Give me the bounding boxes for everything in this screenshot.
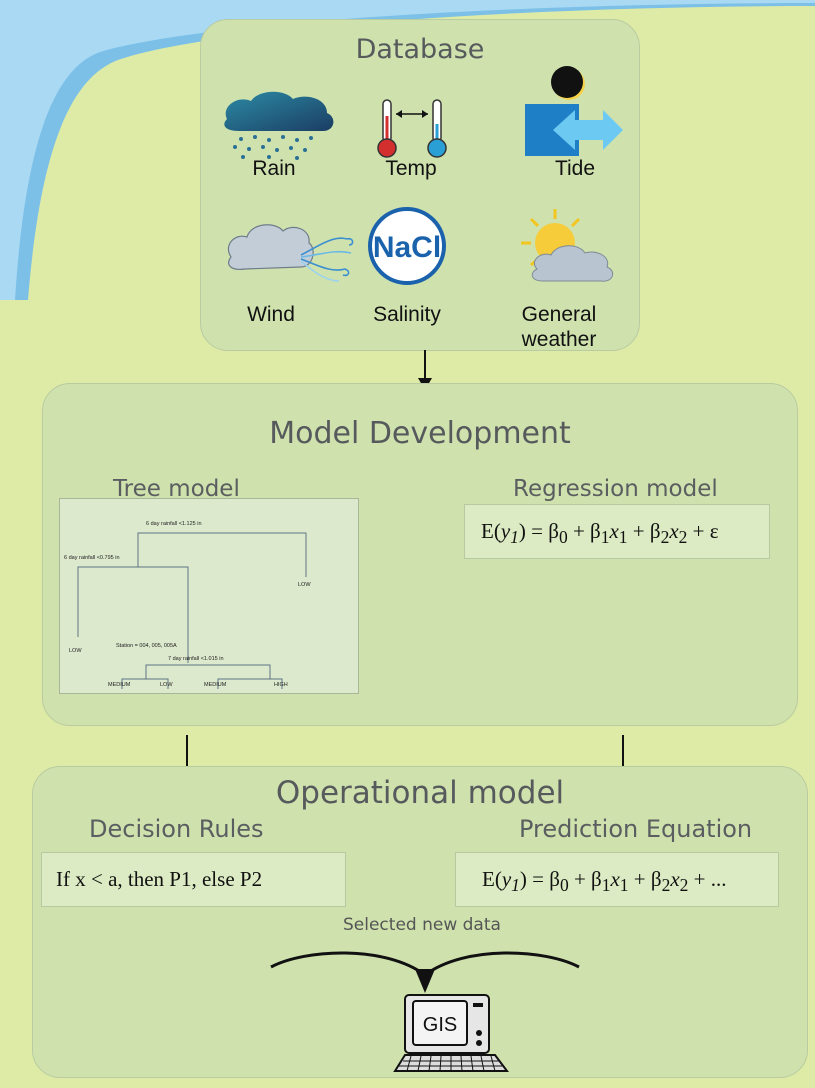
- nacl-text: NaCl: [373, 231, 441, 264]
- decision-rules-label: Decision Rules: [89, 815, 264, 843]
- sun-cloud-icon: [521, 209, 614, 282]
- tree-node-root: 6 day rainfall <1.125 in: [146, 521, 202, 527]
- gis-text: GIS: [423, 1014, 457, 1036]
- nacl-icon: NaCl: [368, 207, 446, 285]
- tree-leaf-low-left: LOW: [69, 648, 82, 654]
- corner-swoosh: [0, 0, 815, 300]
- selected-new-data-label: Selected new data: [343, 915, 501, 935]
- decision-rule-box: If x < a, then P1, else P2: [41, 852, 346, 907]
- operational-model-panel: Operational model Decision Rules Predict…: [32, 766, 808, 1078]
- tree-leaf-medium-1: MEDIUM: [108, 682, 131, 688]
- rain-cloud-icon: [224, 91, 334, 160]
- tree-model-figure: 6 day rainfall <1.125 in LOW 6 day rainf…: [59, 498, 359, 694]
- tree-leaf-low-mid: LOW: [160, 682, 173, 688]
- prediction-equation-label: Prediction Equation: [519, 815, 753, 843]
- computer-icon: GIS: [393, 994, 509, 1072]
- tree-node-2: Station = 004, 005, 005A: [116, 643, 177, 649]
- tree-node-1: 6 day rainfall <0.795 in: [64, 555, 120, 561]
- tree-node-3: 7 day rainfall <1.015 in: [168, 656, 224, 662]
- wind-label: Wind: [247, 303, 295, 326]
- tree-leaf-medium-2: MEDIUM: [204, 682, 227, 688]
- salinity-label: Salinity: [373, 303, 441, 326]
- regression-equation: E(y1) = β0 + β1x1 + β2x2 + ε: [481, 519, 719, 548]
- tree-leaf-low-right: LOW: [298, 582, 311, 588]
- rain-label: Rain: [252, 157, 296, 180]
- tree-model-lines: [77, 532, 307, 689]
- tree-leaf-high: HIGH: [274, 682, 288, 688]
- database-panel: Database Rain Temp Tide: [200, 19, 640, 351]
- operational-model-title: Operational model: [275, 775, 565, 811]
- database-title: Database: [355, 34, 485, 65]
- general-weather-label: General weather: [521, 303, 597, 351]
- decision-rule-text: If x < a, then P1, else P2: [56, 867, 263, 891]
- merge-brace-icon: [270, 951, 580, 993]
- tree-model-label: Tree model: [113, 476, 240, 502]
- regression-equation-box: E(y1) = β0 + β1x1 + β2x2 + ε: [464, 504, 770, 559]
- wind-icon: [227, 224, 354, 282]
- tide-label: Tide: [554, 157, 596, 180]
- model-development-panel: Model Development Tree model Regression …: [42, 383, 798, 726]
- prediction-equation-box: E(y1) = β0 + β1x1 + β2x2 + ...: [455, 852, 779, 907]
- thermometers-icon: [377, 99, 447, 158]
- prediction-equation: E(y1) = β0 + β1x1 + β2x2 + ...: [482, 867, 727, 896]
- tide-icon: [525, 66, 623, 156]
- model-development-title: Model Development: [269, 416, 571, 451]
- regression-model-label: Regression model: [513, 476, 718, 502]
- temp-label: Temp: [385, 157, 437, 180]
